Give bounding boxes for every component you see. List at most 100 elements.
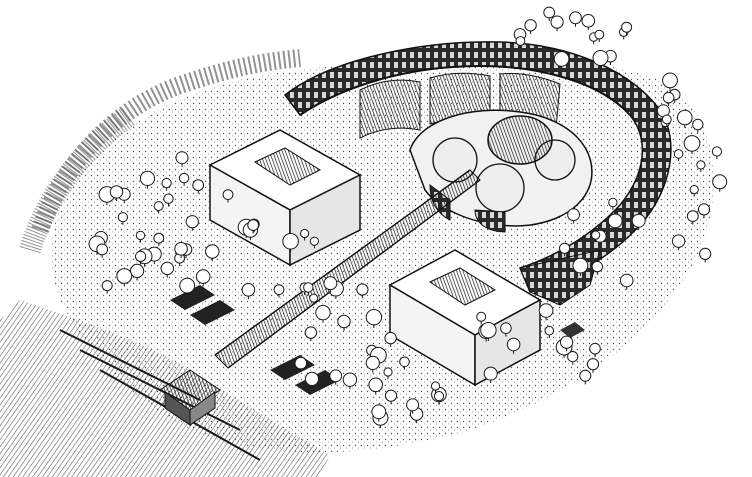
tree	[185, 215, 199, 229]
tree	[342, 372, 358, 387]
tree	[543, 6, 556, 19]
tree	[178, 172, 190, 184]
tree	[673, 149, 684, 159]
tree	[135, 250, 147, 262]
tree	[161, 177, 172, 189]
tree	[559, 242, 571, 254]
tree	[368, 377, 384, 393]
tree	[130, 263, 145, 278]
tree	[550, 15, 564, 29]
tree	[619, 273, 634, 288]
tree-canopy	[88, 6, 728, 429]
tree	[135, 230, 146, 241]
tree	[153, 232, 165, 244]
tree	[365, 309, 383, 326]
tree	[205, 244, 220, 259]
tree	[572, 257, 589, 274]
tree	[329, 369, 343, 383]
tree	[323, 276, 338, 291]
tree	[699, 247, 712, 260]
tree	[337, 314, 351, 329]
tree	[608, 197, 618, 208]
tree	[671, 234, 686, 248]
tree	[591, 260, 603, 273]
tree	[300, 228, 310, 239]
tree	[309, 236, 319, 246]
tree	[304, 371, 320, 386]
tree	[697, 203, 711, 216]
tree	[662, 72, 678, 89]
tree	[273, 284, 285, 296]
tree	[661, 114, 672, 125]
tree	[689, 185, 699, 195]
tree	[303, 282, 314, 293]
tree	[476, 311, 487, 322]
tree	[538, 303, 554, 318]
tree	[592, 50, 609, 66]
tree	[195, 269, 211, 284]
tree	[569, 11, 582, 25]
tree	[282, 233, 299, 250]
tree	[506, 337, 521, 352]
tree	[544, 325, 555, 336]
tree	[365, 355, 380, 370]
tree	[594, 29, 605, 40]
tree	[589, 342, 601, 355]
tree	[179, 277, 196, 294]
right-block-building	[388, 249, 542, 387]
tree	[247, 219, 260, 232]
tree	[500, 322, 512, 335]
tree	[315, 304, 331, 321]
tree	[109, 185, 124, 199]
tree	[304, 326, 318, 339]
tree	[163, 193, 174, 204]
tree	[406, 398, 420, 412]
tree	[160, 261, 175, 276]
tree	[483, 366, 498, 381]
tree	[581, 13, 596, 28]
tree	[662, 91, 675, 104]
tree	[383, 367, 393, 377]
tree	[96, 243, 109, 256]
tree	[567, 208, 580, 222]
tree	[607, 213, 623, 229]
tree	[553, 51, 570, 67]
tree	[515, 36, 526, 46]
tree	[696, 160, 706, 170]
tree	[683, 135, 701, 152]
tree	[309, 293, 319, 303]
tree	[294, 356, 308, 370]
tree	[579, 369, 592, 382]
entrance-pavilion	[159, 369, 221, 426]
tree	[621, 21, 633, 33]
tree	[631, 213, 646, 228]
tree	[174, 242, 188, 256]
tree	[384, 331, 397, 345]
tree	[524, 19, 537, 32]
tree	[677, 109, 693, 126]
tree	[101, 280, 113, 292]
tree	[116, 268, 133, 284]
tree	[480, 322, 497, 339]
tree	[560, 335, 574, 349]
tree	[399, 356, 410, 368]
tree	[192, 179, 205, 192]
tree	[692, 118, 704, 131]
connecting-walkway	[214, 169, 481, 369]
tree	[117, 212, 129, 223]
tree	[586, 358, 600, 371]
tree	[371, 404, 387, 420]
tree	[686, 210, 699, 223]
tree	[139, 170, 156, 186]
tree	[175, 151, 189, 165]
tree	[384, 389, 398, 402]
tree	[567, 351, 579, 363]
tree	[711, 146, 723, 157]
tree	[430, 381, 441, 391]
tree	[356, 283, 369, 296]
tree	[241, 283, 256, 297]
tree	[222, 189, 234, 201]
tree	[712, 174, 728, 190]
tree	[591, 230, 601, 240]
